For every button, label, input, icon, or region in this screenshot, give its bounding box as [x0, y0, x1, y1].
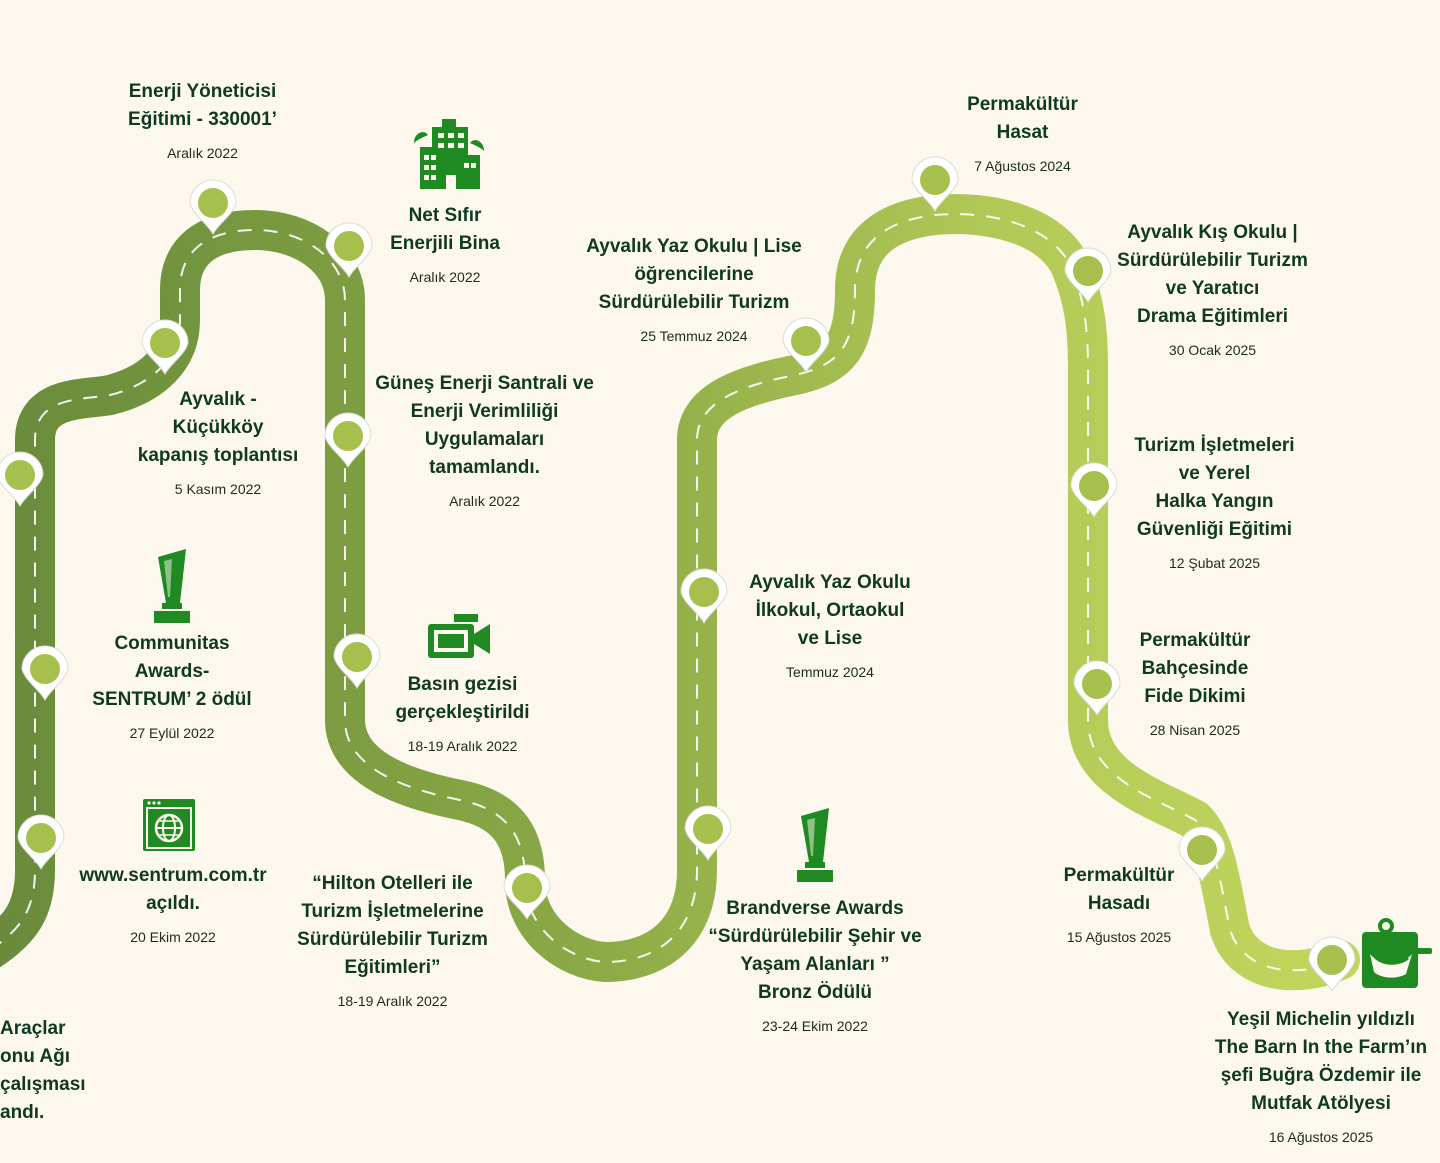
- timeline-event: Ayvalık Kış Okulu | Sürdürülebilir Turiz…: [1110, 219, 1315, 359]
- event-date: 25 Temmuz 2024: [640, 328, 748, 344]
- timeline-event: Yeşil Michelin yıldızlı The Barn In the …: [1205, 1006, 1437, 1146]
- timeline-event: Permakültür Bahçesinde Fide Dikimi 28 Ni…: [1125, 627, 1265, 739]
- event-title: “Hilton Otelleri ile Turizm İşletmelerin…: [297, 873, 488, 978]
- event-title: Turizm İşletmeleri ve Yerel Halka Yangın…: [1134, 435, 1295, 540]
- timeline-pin: [911, 156, 959, 213]
- event-title: Ayvalık Yaz Okulu İlkokul, Ortaokul ve L…: [749, 572, 911, 649]
- event-title: Yeşil Michelin yıldızlı The Barn In the …: [1214, 1009, 1428, 1114]
- timeline-pin: [17, 814, 65, 871]
- event-date: 16 Ağustos 2025: [1268, 1129, 1374, 1145]
- event-date: 5 Kasım 2022: [174, 481, 262, 497]
- event-date: 28 Nisan 2025: [1149, 722, 1241, 738]
- event-date: 23-24 Ekim 2022: [762, 1018, 868, 1034]
- timeline-pin: [1308, 936, 1356, 993]
- event-title: Enerji Yöneticisi Eğitimi - 330001’: [128, 81, 277, 130]
- timeline-pin: [782, 317, 830, 374]
- event-title: Permakültür Bahçesinde Fide Dikimi: [1139, 630, 1251, 707]
- timeline-pin: [1073, 660, 1121, 717]
- video-camera-icon: [428, 614, 490, 658]
- event-title: Brandverse Awards “Sürdürülebilir Şehir …: [708, 898, 922, 1003]
- event-date: Aralık 2022: [167, 145, 238, 161]
- event-title: Permakültür Hasat: [967, 94, 1078, 143]
- timeline-event: Araçlar onu Ağı çalışması andı.: [0, 1015, 86, 1127]
- timeline-event: “Hilton Otelleri ile Turizm İşletmelerin…: [285, 870, 500, 1010]
- timeline-event: Brandverse Awards “Sürdürülebilir Şehir …: [700, 895, 930, 1035]
- event-date: Aralık 2022: [449, 493, 520, 509]
- timeline-event: Permakültür Hasat 7 Ağustos 2024: [950, 91, 1095, 175]
- timeline-pin: [1070, 462, 1118, 519]
- event-date: 27 Eylül 2022: [129, 725, 215, 741]
- timeline-event: Communitas Awards- SENTRUM’ 2 ödül 27 Ey…: [82, 630, 262, 742]
- event-title: www.sentrum.com.tr açıldı.: [79, 865, 267, 914]
- event-title: Communitas Awards- SENTRUM’ 2 ödül: [92, 633, 252, 710]
- timeline-event: Güneş Enerji Santrali ve Enerji Verimlil…: [372, 370, 597, 510]
- timeline-event: Enerji Yöneticisi Eğitimi - 330001’ Aral…: [100, 78, 305, 162]
- event-title: Ayvalık - Küçükköy kapanış toplantısı: [137, 389, 299, 466]
- timeline-event: Turizm İşletmeleri ve Yerel Halka Yangın…: [1122, 432, 1307, 572]
- event-date: 20 Ekim 2022: [130, 929, 216, 945]
- building-leaf-icon: [414, 119, 484, 189]
- trophy-icon: [154, 549, 190, 623]
- timeline-pin: [0, 451, 44, 508]
- timeline-pin: [189, 179, 237, 236]
- timeline-pin: [1064, 247, 1112, 304]
- event-title: Güneş Enerji Santrali ve Enerji Verimlil…: [375, 373, 594, 478]
- event-date: Temmuz 2024: [786, 664, 874, 680]
- event-date: 12 Şubat 2025: [1168, 555, 1261, 571]
- timeline-pin: [21, 645, 69, 702]
- timeline-event: Net Sıfır Enerjili Bina Aralık 2022: [365, 202, 525, 286]
- timeline-pin: [1178, 826, 1226, 883]
- event-date: 7 Ağustos 2024: [974, 158, 1071, 174]
- event-title: Ayvalık Yaz Okulu | Lise öğrencilerine S…: [586, 236, 802, 313]
- timeline-event: www.sentrum.com.tr açıldı. 20 Ekim 2022: [72, 862, 274, 946]
- event-title: Net Sıfır Enerjili Bina: [390, 205, 500, 254]
- timeline-pin: [333, 633, 381, 690]
- timeline-event: Permakültür Hasadı 15 Ağustos 2025: [1050, 862, 1188, 946]
- timeline-pin: [503, 864, 551, 921]
- timeline-event: Ayvalık Yaz Okulu İlkokul, Ortaokul ve L…: [735, 569, 925, 681]
- event-date: 15 Ağustos 2025: [1066, 929, 1172, 945]
- event-date: 18-19 Aralık 2022: [337, 993, 448, 1009]
- timeline-event: Basın gezisi gerçekleştirildi 18-19 Aral…: [380, 671, 545, 755]
- web-globe-icon: [143, 799, 195, 851]
- event-date: 18-19 Aralık 2022: [407, 738, 518, 754]
- timeline-event: Ayvalık - Küçükköy kapanış toplantısı 5 …: [128, 386, 308, 498]
- timeline-pin: [141, 319, 189, 376]
- cooking-pot-icon: [1362, 918, 1432, 988]
- event-title: Permakültür Hasadı: [1063, 865, 1175, 914]
- event-date: Aralık 2022: [409, 269, 481, 285]
- event-title: Ayvalık Kış Okulu | Sürdürülebilir Turiz…: [1117, 222, 1308, 327]
- event-title: Araçlar onu Ağı çalışması andı.: [0, 1018, 86, 1123]
- event-title: Basın gezisi gerçekleştirildi: [395, 674, 530, 723]
- timeline-event: Ayvalık Yaz Okulu | Lise öğrencilerine S…: [580, 233, 808, 345]
- event-date: 30 Ocak 2025: [1168, 342, 1257, 358]
- timeline-pin: [684, 805, 732, 862]
- timeline-pin: [324, 412, 372, 469]
- road-center-line: [0, 213, 1341, 972]
- timeline-pin: [680, 568, 728, 625]
- trophy-icon: [797, 808, 833, 882]
- timeline-pin: [325, 222, 373, 279]
